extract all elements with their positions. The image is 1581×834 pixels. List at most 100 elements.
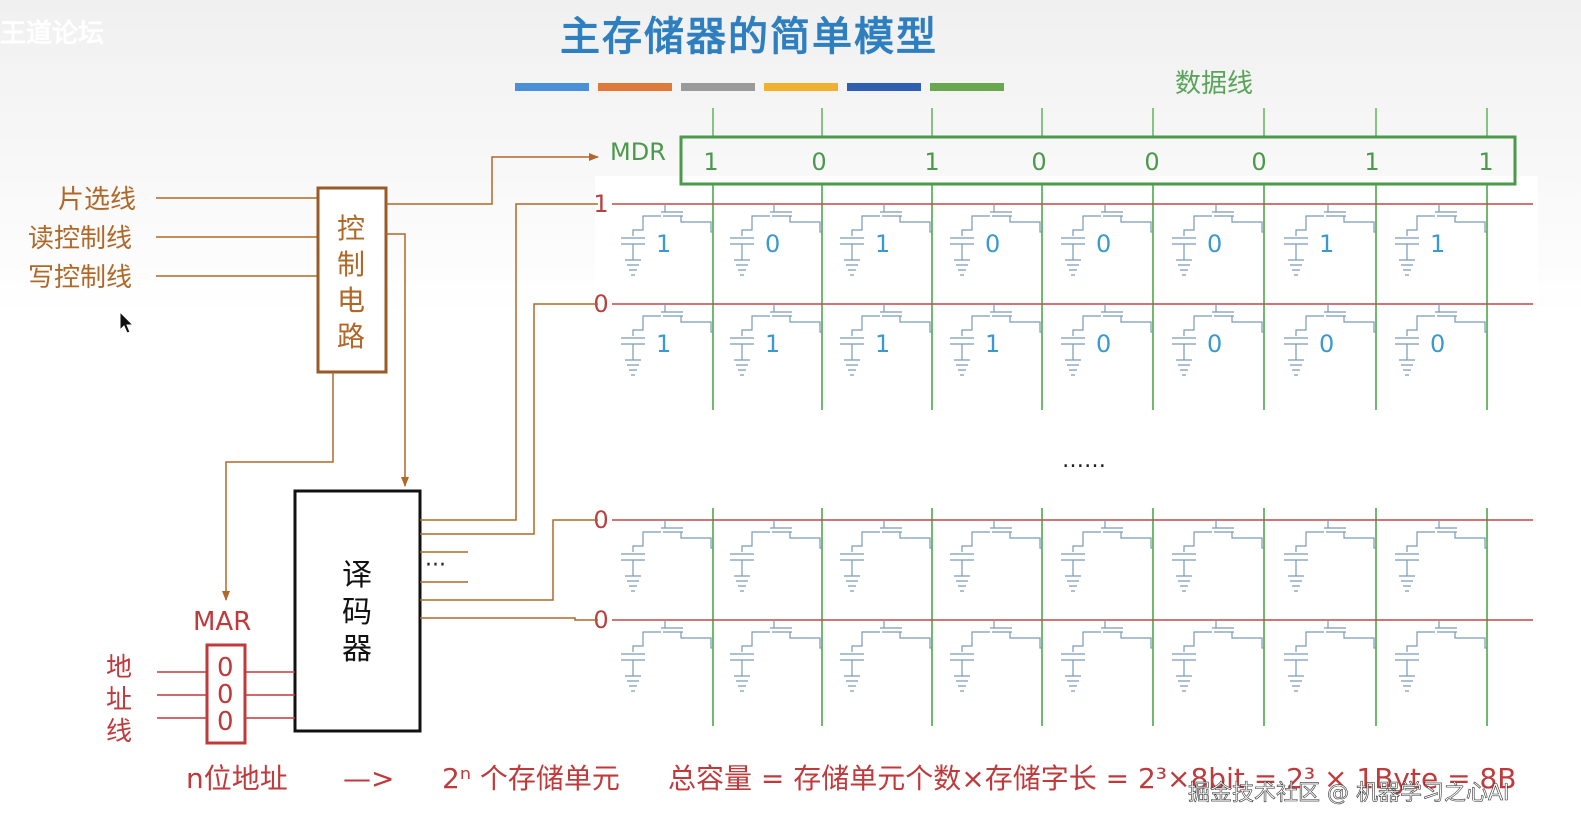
mar-bit-2: 0 <box>217 707 234 737</box>
memory-cell: 0 <box>1061 304 1153 376</box>
memory-cell-value: 1 <box>765 330 780 358</box>
mdr-bit-1: 0 <box>811 148 826 176</box>
decoder-box <box>293 489 422 733</box>
mdr-register <box>679 135 1517 186</box>
memory-cell-value: 0 <box>1096 230 1111 258</box>
memory-cell-value: 1 <box>1430 230 1445 258</box>
memory-cell: 1 <box>1395 204 1487 276</box>
mar-bit-1: 0 <box>217 680 234 710</box>
control-circuit-char-4: 路 <box>337 320 365 353</box>
read-control-line-label: 读控制线 <box>28 224 132 254</box>
memory-cell-value: 0 <box>1319 330 1334 358</box>
memory-cell <box>730 620 822 692</box>
mdr-bit-0: 1 <box>703 148 718 176</box>
mdr-bit-6: 1 <box>1364 148 1379 176</box>
page-title: 主存储器的简单模型 <box>560 14 938 60</box>
watermark-text: 掘金技术社区 @ 机器学习之心AI <box>1188 781 1510 806</box>
memory-array-panel-bottom <box>595 500 1538 730</box>
accent-color-bars <box>515 83 1004 91</box>
memory-cell-value: 1 <box>985 330 1000 358</box>
mdr-bit-3: 0 <box>1031 148 1046 176</box>
control-wires <box>222 153 599 601</box>
word-line-value-1: 0 <box>593 290 608 318</box>
memory-cell: 0 <box>730 204 822 276</box>
control-circuit-char-3: 电 <box>337 284 365 317</box>
memory-cell-value: 0 <box>985 230 1000 258</box>
memory-cell: 0 <box>1061 204 1153 276</box>
memory-cell <box>1172 620 1264 692</box>
accent-bar-2 <box>598 83 672 91</box>
memory-cell-value: 0 <box>1096 330 1111 358</box>
address-line-char-2: 址 <box>106 685 132 715</box>
memory-cell: 0 <box>950 204 1042 276</box>
memory-cell <box>1284 520 1376 592</box>
chip-select-line-label: 片选线 <box>58 185 136 215</box>
control-lines: 片选线 读控制线 写控制线 <box>28 185 318 293</box>
word-line-value-2: 0 <box>593 506 608 534</box>
memory-cell <box>1395 620 1487 692</box>
memory-cell: 0 <box>1284 304 1376 376</box>
memory-cell <box>1061 620 1153 692</box>
mar-register <box>205 643 247 745</box>
control-circuit-char-2: 制 <box>337 248 365 281</box>
memory-cell: 0 <box>1395 304 1487 376</box>
memory-cell: 1 <box>950 304 1042 376</box>
mdr-bit-2: 1 <box>924 148 939 176</box>
accent-bar-6 <box>930 83 1004 91</box>
mouse-cursor-icon <box>119 310 135 334</box>
memory-cell <box>840 520 932 592</box>
memory-cell <box>840 620 932 692</box>
memory-cell <box>950 620 1042 692</box>
memory-cell <box>621 620 713 692</box>
mar-bit-0: 0 <box>217 653 234 683</box>
memory-cell <box>1395 520 1487 592</box>
data-line-label: 数据线 <box>1175 69 1253 99</box>
memory-cell: 1 <box>840 304 932 376</box>
memory-cell: 1 <box>621 204 713 276</box>
n-bit-address-text: n位地址 <box>186 762 288 795</box>
accent-bar-1 <box>515 83 589 91</box>
memory-cell <box>1172 520 1264 592</box>
memory-cell <box>621 520 713 592</box>
memory-cell-value: 0 <box>1430 330 1445 358</box>
decoder-output-lines <box>420 203 598 621</box>
memory-cell: 1 <box>730 304 822 376</box>
memory-cell: 1 <box>1284 204 1376 276</box>
memory-cell-value: 1 <box>1319 230 1334 258</box>
memory-cell <box>1284 620 1376 692</box>
mdr-bit-4: 0 <box>1144 148 1159 176</box>
memory-cell-value: 1 <box>875 230 890 258</box>
implies-arrow-text: —> <box>343 762 394 795</box>
decoder-char-3: 器 <box>342 632 372 667</box>
memory-cell-value: 1 <box>875 330 890 358</box>
memory-cell-value: 0 <box>765 230 780 258</box>
mdr-bit-5: 0 <box>1251 148 1266 176</box>
memory-cell: 0 <box>1172 204 1264 276</box>
memory-cell <box>950 520 1042 592</box>
accent-bar-5 <box>847 83 921 91</box>
decoder-output-ellipsis: ··· <box>425 553 446 578</box>
memory-cell-value: 0 <box>1207 330 1222 358</box>
memory-cell: 1 <box>840 204 932 276</box>
memory-cell-grid: 1 1 0 1 0 0 0 1 1 0 1 1 1 1 0 0 0 0 0 0 <box>593 108 1533 726</box>
rows-ellipsis: …… <box>1062 448 1106 473</box>
total-capacity-formula: 总容量 = 存储单元个数×存储字长 = 2³×8bit = 2³ × 1Byte… <box>668 762 1516 795</box>
memory-array-panel-top <box>595 176 1538 416</box>
control-circuit-char-1: 控 <box>337 212 365 245</box>
memory-cell-value: 0 <box>1207 230 1222 258</box>
memory-cell-value: 1 <box>656 330 671 358</box>
memory-cell <box>1061 520 1153 592</box>
memory-cell: 0 <box>1172 304 1264 376</box>
word-line-value-3: 0 <box>593 606 608 634</box>
address-line-char-1: 地 <box>106 653 132 683</box>
write-control-line-label: 写控制线 <box>28 263 132 293</box>
mar-label: MAR <box>193 607 251 637</box>
memory-cell: 1 <box>621 304 713 376</box>
accent-bar-3 <box>681 83 755 91</box>
control-circuit-box <box>316 186 388 374</box>
mdr-label: MDR <box>610 138 666 166</box>
memory-cell-value: 1 <box>656 230 671 258</box>
memory-cell <box>730 520 822 592</box>
address-line-char-3: 线 <box>106 717 132 747</box>
